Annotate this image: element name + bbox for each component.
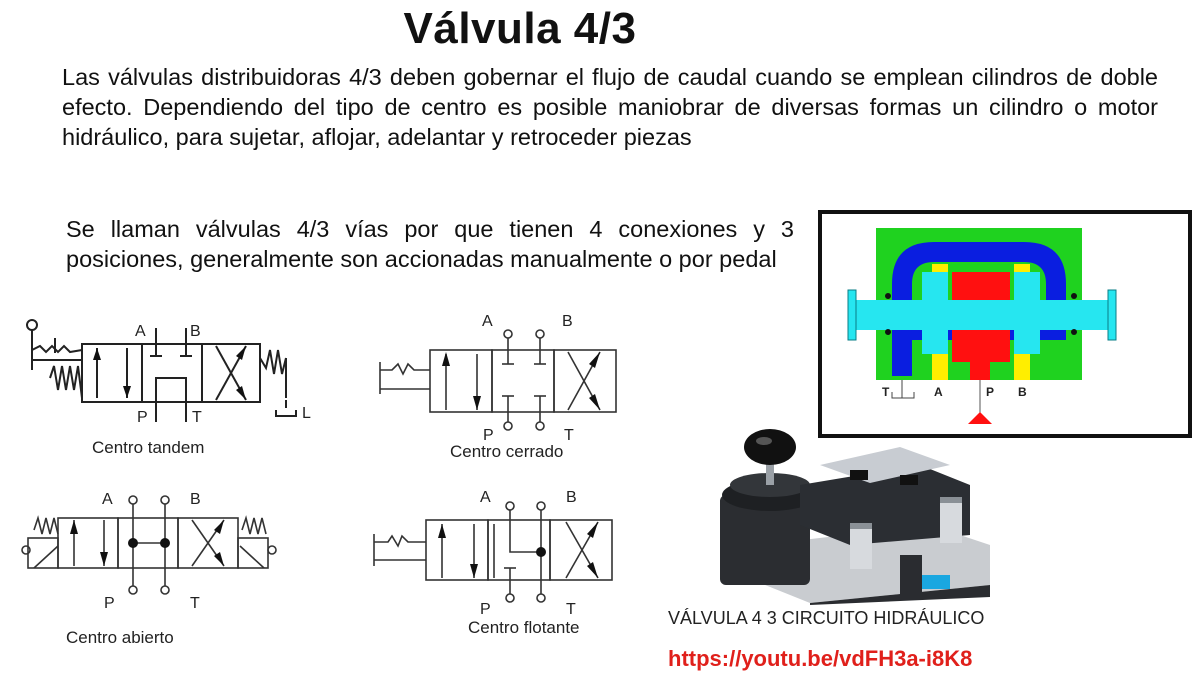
youtube-link[interactable]: https://youtu.be/vdFH3a-i8K8 <box>668 646 973 671</box>
svg-text:L: L <box>302 405 311 422</box>
svg-text:P: P <box>104 595 115 610</box>
svg-text:B: B <box>190 491 201 508</box>
valve-cutaway-icon: T A P B <box>847 228 1117 424</box>
valve-symbol-open-icon: A B P T <box>21 491 277 610</box>
svg-text:A: A <box>135 323 146 340</box>
svg-text:A: A <box>102 491 113 508</box>
photo-caption: VÁLVULA 4 3 CIRCUITO HIDRÁULICO <box>668 608 985 628</box>
svg-text:P: P <box>137 409 148 426</box>
intro-paragraph: Las válvulas distribuidoras 4/3 deben go… <box>62 64 1158 150</box>
diagram-centro-flotante: A B P T <box>370 486 630 616</box>
definition-paragraph: Se llaman válvulas 4/3 vías por que tien… <box>66 216 794 272</box>
svg-text:T: T <box>192 409 202 426</box>
svg-text:A: A <box>480 489 491 506</box>
diagram-centro-cerrado: A B P T <box>370 312 630 442</box>
valve-symbol-floating-icon: A B P T <box>373 489 613 616</box>
svg-text:A: A <box>934 385 943 399</box>
svg-text:T: T <box>882 385 890 399</box>
page-title: Válvula 4/3 <box>403 4 637 53</box>
caption-centro-flotante: Centro flotante <box>468 618 580 637</box>
svg-text:B: B <box>1018 385 1027 399</box>
valve-product-photo <box>700 425 1000 605</box>
svg-text:A: A <box>482 313 493 330</box>
svg-text:P: P <box>986 385 994 399</box>
svg-text:P: P <box>483 427 494 442</box>
diagram-centro-abierto: A B P T <box>20 490 280 610</box>
valve-symbol-closed-icon: A B P T <box>379 313 617 442</box>
caption-centro-abierto: Centro abierto <box>66 628 174 647</box>
manual-valve-photo-icon <box>720 429 990 605</box>
svg-text:T: T <box>190 595 200 610</box>
caption-centro-cerrado: Centro cerrado <box>450 442 564 461</box>
diagram-centro-tandem: A B P T L <box>20 318 320 428</box>
svg-text:B: B <box>566 489 577 506</box>
svg-text:T: T <box>564 427 574 442</box>
caption-centro-tandem: Centro tandem <box>92 438 205 457</box>
valve-symbol-tandem-icon: A B P T L <box>26 319 311 426</box>
svg-text:B: B <box>562 313 573 330</box>
svg-text:P: P <box>480 601 491 616</box>
svg-text:B: B <box>190 323 201 340</box>
svg-text:T: T <box>566 601 576 616</box>
valve-cutaway-diagram: T A P B <box>818 210 1192 438</box>
